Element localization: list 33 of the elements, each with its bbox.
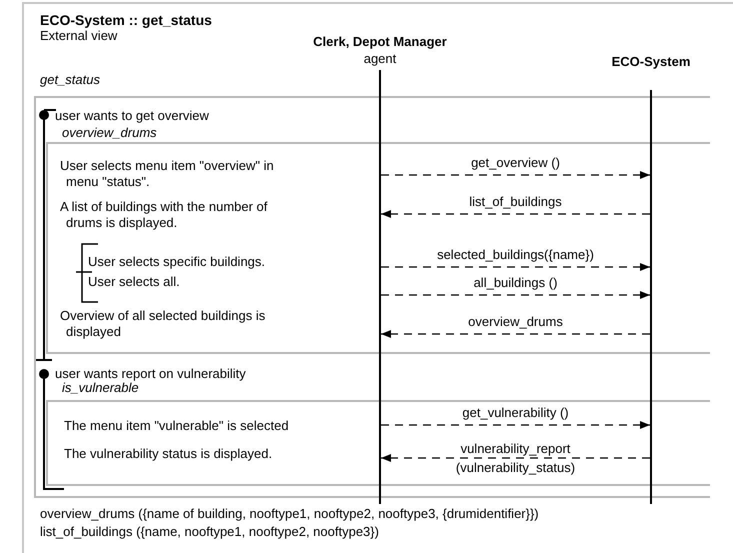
- message-arrow: [381, 454, 650, 462]
- step-text: Overview of all selected buildings is displayed: [60, 308, 266, 340]
- edge-label: vulnerability_report (vulnerability_status): [454, 440, 576, 477]
- step-text: User selects all.: [88, 274, 180, 290]
- data-definition: list_of_buildings ({name, nooftype1, nooftype2, nooftype3}): [40, 524, 379, 540]
- thread-heading: user wants report on vulnerability: [55, 366, 246, 382]
- step-text: The menu item "vulnerable" is selected: [64, 418, 289, 434]
- lifeline-title: Clerk, Depot Manager: [312, 34, 448, 50]
- step-text: User selects specific buildings.: [88, 254, 266, 270]
- scenario-name: overview_drums: [62, 125, 157, 141]
- edge-label: list_of_buildings: [468, 194, 563, 210]
- thread-heading: user wants to get overview: [55, 108, 209, 124]
- step-text: User selects menu item "overview" in menu "status".: [60, 158, 274, 190]
- message-arrow: [381, 263, 650, 271]
- lifeline-stereotype: agent: [362, 51, 398, 67]
- edge-label: get_overview (): [470, 155, 561, 171]
- message-arrow: [381, 210, 650, 218]
- scenario-name: is_vulnerable: [62, 380, 139, 396]
- edge-label: get_vulnerability (): [461, 405, 570, 421]
- step-text: The vulnerability status is displayed.: [64, 446, 272, 462]
- diagram-title: ECO-System :: get_status: [40, 12, 212, 28]
- edge-label: overview_drums: [467, 314, 564, 330]
- data-definition: overview_drums ({name of building, nooftype1, nooftype2, nooftype3, {drumidentifier}}): [40, 506, 539, 522]
- subtitle: External view: [40, 28, 118, 44]
- message-arrow: [381, 171, 650, 179]
- edge-label: all_buildings (): [472, 275, 558, 291]
- use-case-name: get_status: [40, 72, 100, 88]
- edge-label: selected_buildings({name}): [436, 247, 595, 263]
- step-text: A list of buildings with the number of drums is displayed.: [60, 199, 268, 231]
- lifeline-title: ECO-System: [610, 54, 692, 70]
- message-arrow: [381, 291, 650, 299]
- message-arrow: [381, 330, 650, 338]
- message-arrow: [381, 421, 650, 429]
